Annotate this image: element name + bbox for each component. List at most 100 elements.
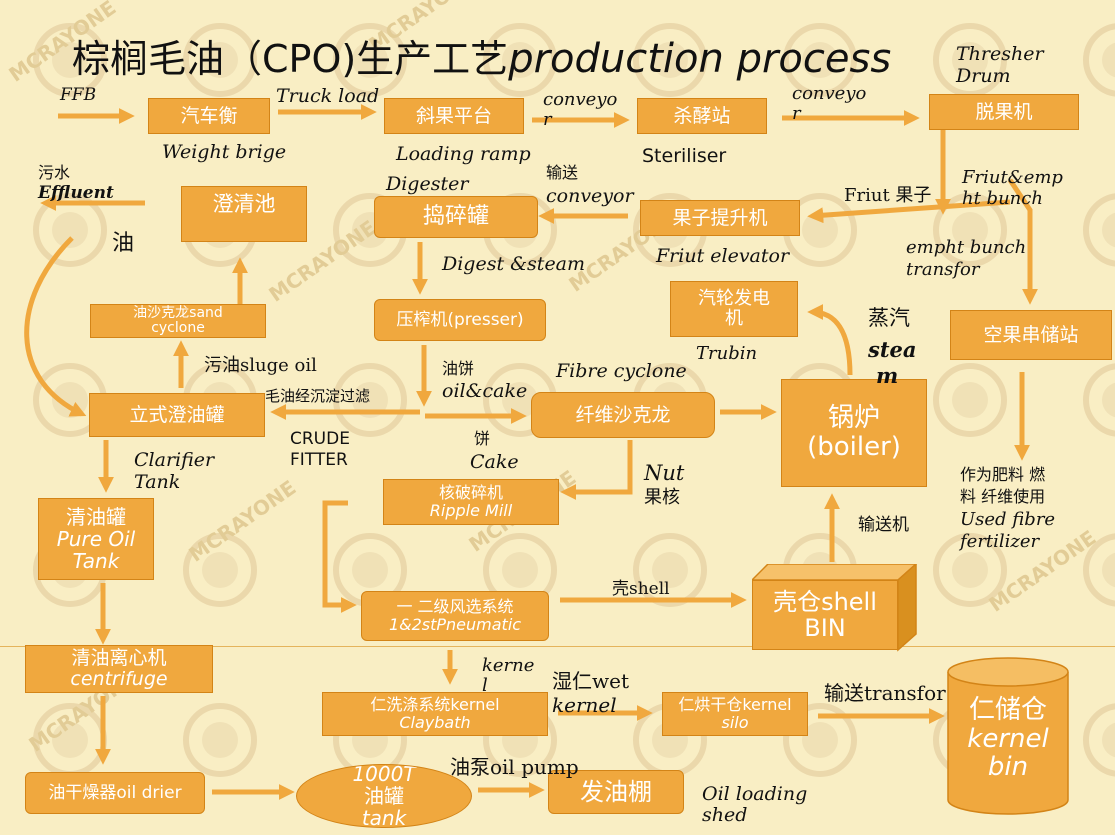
node-label: 核破碎机 [438, 483, 503, 503]
node-label: 一 二级风选系统 [396, 597, 514, 617]
node-label: 澄清池 [212, 192, 276, 216]
label-fruit-elevator: Friut elevator [656, 245, 790, 267]
label-cake-en: Cake [470, 451, 519, 473]
arrow-fibre-ripple [560, 440, 633, 501]
label-cake-cn: 饼 [474, 429, 491, 448]
label-oil: 油 [112, 231, 135, 256]
label-digest-steam: Digest &steam [442, 253, 586, 275]
node-label: 清油罐 [66, 505, 126, 529]
label-crude-fitter-a: CRUDE [290, 429, 350, 449]
label-fibre-use-b: 料 纤维使用 [960, 487, 1046, 506]
label-thresher-b: Drum [956, 65, 1011, 87]
label-steam-en-b: m [876, 363, 899, 388]
node-label: 机 [725, 308, 743, 329]
node-claybath: 仁洗涤系统kernel Claybath [322, 692, 548, 736]
node-label: 锅炉 [827, 403, 880, 434]
label-fibre-use-c: Used fibre [960, 509, 1056, 530]
node-label: 油罐 [364, 784, 404, 808]
arrow-fruit [807, 199, 1011, 224]
label-digester: Digester [386, 173, 469, 195]
node-label: 脱果机 [975, 100, 1033, 123]
node-weighbridge: 汽车衡 [148, 98, 270, 134]
title-en: production process [508, 36, 892, 82]
label-effluent-en: Effluent [38, 183, 114, 203]
label-trubin: Trubin [696, 343, 758, 364]
node-fibre-cyclone: 纤维沙克龙 [531, 392, 715, 438]
node-steriliser: 杀酵站 [637, 98, 767, 134]
node-clarifier-tank: 立式澄油罐 [89, 393, 265, 437]
node-ripple-mill: 核破碎机 Ripple Mill [383, 479, 559, 525]
node-fruit-elevator: 果子提升机 [640, 200, 800, 236]
label-conveyor-4: 输送机 [858, 515, 909, 535]
label-steam-en-a: stea [868, 337, 917, 362]
node-loading-ramp: 斜果平台 [384, 98, 524, 134]
node-oil-tank: 1000T 油罐 tank [296, 764, 472, 828]
shell-bin-3d-edge [752, 564, 918, 652]
title-cn: 棕榈毛油（CPO)生产工艺 [72, 37, 509, 81]
node-pure-oil-tank: 清油罐 Pure Oil Tank [38, 498, 154, 580]
label-shell: 壳shell [612, 579, 670, 599]
arrow-ripple-pneumatic [322, 500, 357, 614]
node-label: 汽轮发电 [698, 288, 770, 310]
node-clarification-pond: 澄清池 [181, 186, 307, 242]
node-kernel-bin: 仁储仓 kernel bin [948, 684, 1068, 794]
node-oil-loading-shed: 发油棚 [548, 770, 684, 814]
label-oil-cake-cn: 油饼 [442, 359, 475, 378]
arrow-boiler-up [807, 304, 853, 376]
node-label: 1&2stPneumatic [388, 615, 522, 634]
label-fruit-empty-b: ht bunch [962, 188, 1043, 209]
label-conveyor-2a: conveyo [792, 83, 867, 104]
node-label: 压榨机(presser) [396, 309, 524, 330]
node-label: 汽车衡 [180, 104, 238, 127]
label-conveyor-3-cn: 输送 [546, 163, 579, 182]
label-wet-kernel-b: kernel [552, 693, 617, 717]
label-conveyor-3-en: conveyor [546, 185, 634, 207]
label-nut-cn: 果核 [644, 487, 680, 508]
node-label: 斜果平台 [415, 104, 492, 127]
label-steriliser: Steriliser [642, 145, 727, 167]
label-fruit-empty-a: Friut&emp [962, 167, 1063, 188]
label-weight-brige: Weight brige [162, 141, 287, 163]
label-loading-ramp: Loading ramp [396, 143, 531, 165]
node-label: BIN [804, 614, 846, 642]
label-fruit: Friut 果子 [844, 185, 932, 206]
node-label: silo [721, 713, 749, 732]
node-label: 空果串储站 [983, 323, 1079, 346]
label-fibre-use-d: fertilizer [960, 531, 1040, 552]
label-kernel-a: kerne [482, 655, 535, 676]
label-oil-loading-a: Oil loading [702, 783, 808, 805]
label-crude-settle: 毛油经沉淀过滤 [265, 387, 371, 405]
page-title: 棕榈毛油（CPO)生产工艺production process [72, 28, 891, 83]
node-label: 油干燥器oil drier [48, 782, 182, 803]
node-label: 壳仓shell [773, 587, 877, 616]
label-kernel-b: l [482, 675, 488, 696]
label-truck-load: Truck load [276, 85, 380, 107]
arrow-oil-loop [24, 236, 87, 417]
node-label: centrifuge [70, 668, 168, 690]
label-conveyor-2b: r [792, 103, 801, 124]
label-wet-kernel-a: 湿仁wet [552, 669, 629, 693]
label-ffb: FFB [60, 85, 97, 105]
node-label: Tank [72, 549, 120, 573]
node-label: 1000T [352, 764, 416, 786]
label-empty-bunch-b: transfor [906, 259, 980, 280]
node-label: Pure Oil [56, 527, 136, 551]
node-label: 清油离心机 [71, 647, 167, 670]
node-digester: 捣碎罐 [374, 196, 538, 238]
label-crude-fitter-b: FITTER [290, 450, 348, 470]
node-label: kernel [967, 723, 1049, 754]
node-label: 果子提升机 [672, 206, 768, 229]
label-conveyor-1a: conveyo [543, 89, 618, 110]
kernel-bin-cylinder [947, 657, 1069, 815]
node-presser: 压榨机(presser) [374, 299, 546, 341]
label-transfer: 输送transfor [824, 681, 946, 705]
label-oil-loading-b: shed [702, 804, 748, 826]
label-oil-cake-en: oil&cake [442, 380, 528, 402]
node-pneumatic: 一 二级风选系统 1&2stPneumatic [361, 591, 549, 641]
node-label: 立式澄油罐 [129, 403, 225, 426]
node-label: 捣碎罐 [422, 203, 489, 229]
node-sand-cyclone: 油沙克龙sand cyclone [90, 304, 266, 338]
arrow-empty-bunch [1007, 178, 1039, 305]
node-thresher: 脱果机 [929, 94, 1079, 130]
